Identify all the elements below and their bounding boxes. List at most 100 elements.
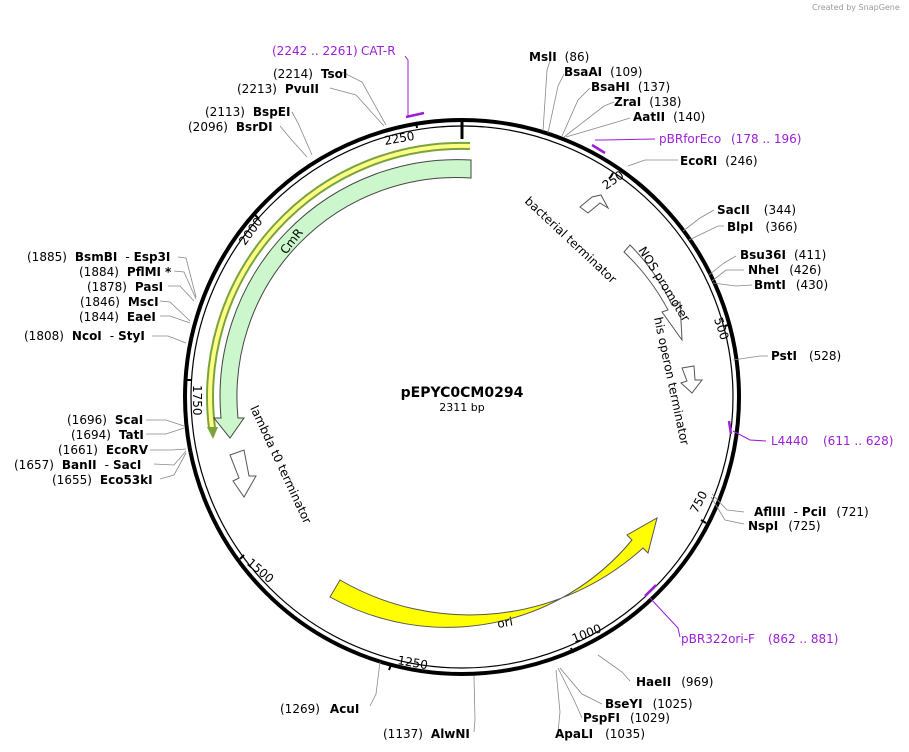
site-eco53ki[interactable]: Eco53kI	[100, 473, 153, 487]
site-ncoi[interactable]: NcoI	[72, 329, 102, 343]
site-bsahi[interactable]: BsaHI	[591, 80, 630, 94]
site-pvuii[interactable]: PvuII	[285, 82, 319, 96]
svg-text:(1878)PasI: (1878)PasI	[87, 280, 163, 294]
tick-1000: 1000	[570, 621, 604, 645]
bacterial-terminator-arrow[interactable]	[579, 194, 610, 214]
site-acui[interactable]: AcuI	[330, 702, 359, 716]
primers: (2242 .. 2261) CAT-R pBRforEco (178 .. 1…	[272, 44, 893, 646]
svg-text:PspFI(1029): PspFI(1029)	[583, 711, 670, 725]
snapgene-credit: Created by SnapGene	[812, 3, 900, 12]
svg-text:(1269)AcuI: (1269)AcuI	[280, 702, 359, 716]
tick-1750: 1750	[190, 385, 204, 416]
svg-text:ApaLI(1035): ApaLI(1035)	[555, 727, 645, 741]
site-psti[interactable]: PstI	[771, 349, 797, 363]
site-eaei[interactable]: EaeI	[127, 310, 156, 324]
primer-pbrforeco-range: (178 .. 196)	[731, 132, 801, 146]
site-pasi[interactable]: PasI	[135, 280, 163, 294]
site-mslI[interactable]: MslI	[529, 50, 557, 64]
primer-catr-name[interactable]: CAT-R	[361, 44, 396, 58]
site-leaders	[146, 57, 768, 733]
site-alwni[interactable]: AlwNI	[431, 727, 470, 741]
svg-text:(1884)PflMI*: (1884)PflMI*	[79, 265, 172, 279]
svg-text:SacII(344): SacII(344)	[717, 203, 796, 217]
site-labels: MslI(86) BsaAI(109) BsaHI(137) ZraI(138)…	[14, 50, 869, 741]
tick-1250: 1250	[396, 653, 429, 672]
site-apali[interactable]: ApaLI	[555, 727, 593, 741]
site-esp3i[interactable]: Esp3I	[134, 250, 171, 264]
svg-text:Bsu36I(411): Bsu36I(411)	[740, 248, 826, 262]
site-haeii[interactable]: HaeII	[636, 675, 671, 689]
svg-text:(1696)ScaI: (1696)ScaI	[67, 413, 143, 427]
site-bsmbi[interactable]: BsmBI	[75, 250, 117, 264]
site-bsaai[interactable]: BsaAI	[564, 65, 602, 79]
site-ecorv[interactable]: EcoRV	[106, 443, 149, 457]
his-terminator-arrow[interactable]	[680, 365, 704, 394]
svg-text:BlpI(366): BlpI(366)	[727, 220, 798, 234]
site-styi[interactable]: StyI	[118, 329, 145, 343]
site-banii[interactable]: BanII	[62, 458, 97, 472]
svg-text:(1846)MscI: (1846)MscI	[80, 295, 159, 309]
site-pflmi[interactable]: PflMI	[127, 265, 161, 279]
svg-text:MslI(86): MslI(86)	[529, 50, 589, 64]
svg-text:PstI(528): PstI(528)	[771, 349, 841, 363]
site-bsu36i[interactable]: Bsu36I	[740, 248, 786, 262]
ori-label: ori	[496, 614, 514, 630]
site-nspi[interactable]: NspI	[748, 519, 778, 533]
tick-500: 500	[711, 316, 731, 342]
site-scai[interactable]: ScaI	[115, 413, 143, 427]
site-bmti[interactable]: BmtI	[754, 278, 786, 292]
primer-l4440-name[interactable]: L4440	[771, 434, 808, 448]
svg-text:AatII(140): AatII(140)	[633, 110, 705, 124]
lambda-terminator-label: lambda t0 terminator	[247, 403, 314, 526]
svg-text:BseYI(1025): BseYI(1025)	[605, 697, 693, 711]
site-bspei[interactable]: BspEI	[253, 105, 291, 119]
primer-catr-range: (2242 .. 2261)	[272, 44, 358, 58]
plasmid-name: pEPYC0CM0294	[401, 385, 524, 401]
site-blpi[interactable]: BlpI	[727, 220, 753, 234]
svg-text:(1657)BanII-SacI: (1657)BanII-SacI	[14, 458, 141, 472]
svg-text:(1655)Eco53kI: (1655)Eco53kI	[52, 473, 153, 487]
svg-text:BmtI(430): BmtI(430)	[754, 278, 828, 292]
primer-l4440-range: (611 .. 628)	[823, 434, 893, 448]
site-tsoi[interactable]: TsoI	[321, 67, 347, 81]
tick-2250: 2250	[383, 129, 416, 148]
site-zrai[interactable]: ZraI	[614, 95, 641, 109]
svg-text:ZraI(138): ZraI(138)	[614, 95, 681, 109]
site-msci[interactable]: MscI	[128, 295, 159, 309]
site-saci[interactable]: SacI	[113, 458, 141, 472]
ori-feature[interactable]	[329, 516, 658, 628]
primer-pbr322ori-range: (862 .. 881)	[768, 632, 838, 646]
site-sacii[interactable]: SacII	[717, 203, 750, 217]
svg-text:HaeII(969): HaeII(969)	[636, 675, 714, 689]
site-ecori[interactable]: EcoRI	[680, 154, 717, 168]
svg-text:(1137)AlwNI: (1137)AlwNI	[383, 727, 470, 741]
svg-text:(1808)NcoI-StyI: (1808)NcoI-StyI	[24, 329, 145, 343]
site-bsrdi[interactable]: BsrDI	[236, 120, 273, 134]
site-nhei[interactable]: NheI	[748, 263, 779, 277]
cmr-feature[interactable]	[212, 159, 472, 439]
svg-text:(1844)EaeI: (1844)EaeI	[79, 310, 156, 324]
site-afliii[interactable]: AflIII	[754, 505, 786, 519]
site-pcii[interactable]: PciI	[802, 505, 827, 519]
svg-text:BsaHI(137): BsaHI(137)	[591, 80, 670, 94]
site-aatii[interactable]: AatII	[633, 110, 665, 124]
svg-text:AflIII-PciI(721): AflIII-PciI(721)	[754, 505, 869, 519]
svg-text:(1885)BsmBI-Esp3I: (1885)BsmBI-Esp3I	[27, 250, 170, 264]
primer-pbrforeco-name[interactable]: pBRforEco	[659, 132, 721, 146]
backbone	[183, 118, 741, 676]
svg-text:EcoRI(246): EcoRI(246)	[680, 154, 758, 168]
svg-text:NspI(725): NspI(725)	[748, 519, 821, 533]
bacterial-terminator-label: bacterial terminator	[522, 194, 620, 286]
svg-text:(2214)TsoI: (2214)TsoI	[273, 67, 347, 81]
svg-text:(1694)TatI: (1694)TatI	[71, 428, 144, 442]
site-bseyi[interactable]: BseYI	[605, 697, 643, 711]
lambda-terminator-arrow[interactable]	[229, 449, 257, 498]
site-tati[interactable]: TatI	[119, 428, 144, 442]
plasmid-length: 2311 bp	[439, 401, 484, 414]
nos-promoter-arrow[interactable]	[623, 244, 683, 342]
primer-pbr322ori-name[interactable]: pBR322ori-F	[681, 632, 755, 646]
tick-750: 750	[687, 489, 710, 516]
svg-text:(1661)EcoRV: (1661)EcoRV	[58, 443, 149, 457]
site-pspfi[interactable]: PspFI	[583, 711, 620, 725]
